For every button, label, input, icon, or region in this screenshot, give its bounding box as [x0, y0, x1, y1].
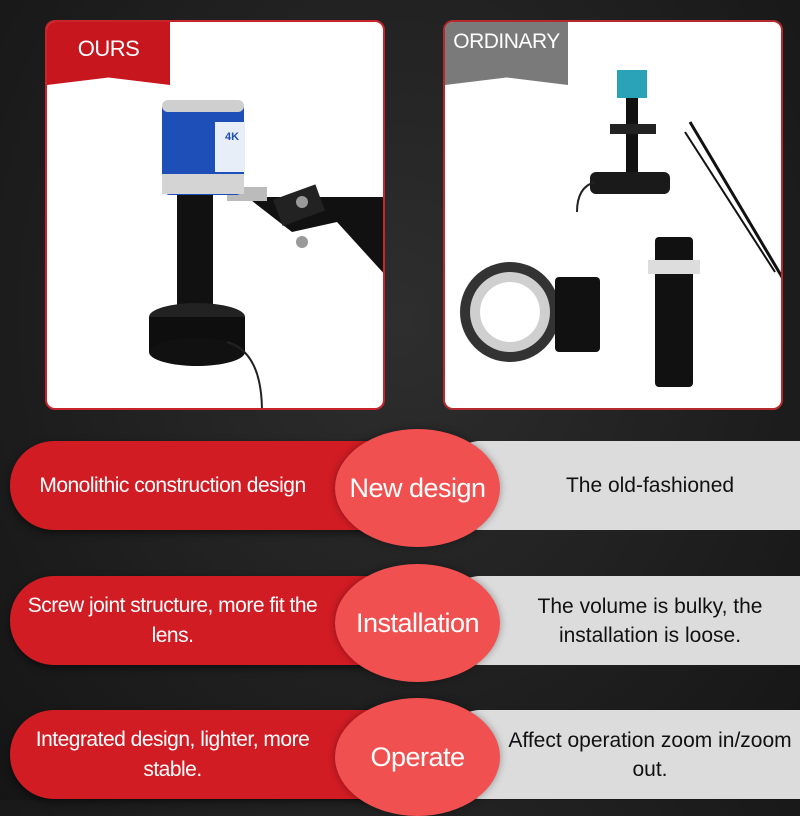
camera-badge-text: 4K	[225, 131, 239, 143]
ordinary-product-card: ORDINARY	[443, 20, 783, 410]
comparison-row-operate: Affect operation zoom in/zoom out. Integ…	[10, 698, 800, 816]
ordinary-text: The old-fashioned	[565, 474, 735, 497]
feature-circle: Operate	[335, 698, 500, 816]
ordinary-product-image	[460, 70, 781, 387]
ours-text: Screw joint structure, more fit the lens…	[27, 593, 318, 647]
comparison-row-new-design: The old-fashioned Monolithic constructio…	[10, 429, 800, 547]
ours-text: Monolithic construction design	[39, 473, 306, 497]
ordinary-panel: The volume is bulky, the installation is…	[450, 576, 800, 665]
ours-tag: OURS	[47, 22, 170, 85]
ours-product-image: 4K	[149, 100, 383, 408]
ordinary-panel: Affect operation zoom in/zoom out.	[450, 710, 800, 799]
ordinary-text: Affect operation zoom in/zoom out.	[508, 728, 792, 781]
ordinary-text: The volume is bulky, the installation is…	[537, 594, 763, 647]
feature-circle: Installation	[335, 564, 500, 682]
ordinary-panel: The old-fashioned	[450, 441, 800, 530]
ours-text: Integrated design, lighter, more stable.	[35, 727, 310, 781]
ours-product-card: 4K OURS	[45, 20, 385, 410]
comparison-row-installation: The volume is bulky, the installation is…	[10, 564, 800, 682]
ordinary-tag: ORDINARY	[445, 22, 568, 85]
feature-circle: New design	[335, 429, 500, 547]
